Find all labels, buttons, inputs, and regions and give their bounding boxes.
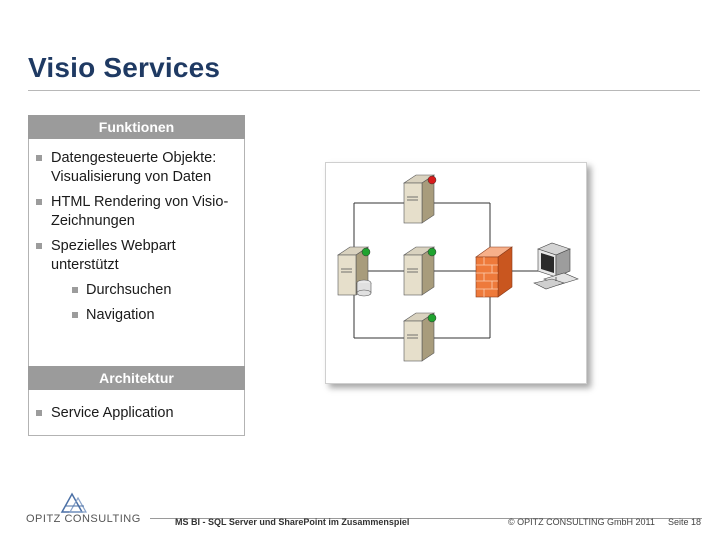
status-ok-indicator [427, 313, 437, 323]
left-panel: Funktionen Datengesteuerte Objekte: Visu… [28, 115, 245, 436]
footer-copyright: © OPITZ CONSULTING GmbH 2011 [508, 517, 655, 527]
server-icon [403, 174, 437, 224]
workstation-icon [533, 242, 579, 290]
server-icon [403, 246, 437, 296]
sub-list-item: Navigation [28, 306, 245, 325]
firewall-icon [475, 246, 513, 298]
network-diagram-svg [337, 174, 579, 362]
page-number: Seite 18 [668, 517, 702, 527]
database-server-icon [337, 246, 372, 297]
architektur-header: Architektur [28, 366, 245, 390]
list-item: Service Application [28, 404, 245, 423]
company-logo-text: OPITZ CONSULTING [26, 513, 141, 525]
list-item: Datengesteuerte Objekte: Visualisierung … [28, 149, 245, 187]
list-item: Spezielles Webpart unterstützt [28, 237, 245, 275]
logo-mark-icon [60, 492, 88, 513]
list-item: HTML Rendering von Visio-Zeichnungen [28, 193, 245, 231]
server-icon [403, 312, 437, 362]
architektur-list: Service Application [28, 404, 245, 429]
status-ok-indicator [361, 247, 371, 257]
status-alert-indicator [427, 175, 437, 185]
footer-divider [150, 518, 702, 519]
title-divider [28, 90, 700, 91]
footer-caption: MS BI - SQL Server und SharePoint im Zus… [175, 517, 410, 527]
network-diagram [325, 162, 587, 384]
slide-title: Visio Services [28, 52, 221, 83]
funktionen-list: Datengesteuerte Objekte: Visualisierung … [28, 149, 245, 331]
sub-list-item: Durchsuchen [28, 281, 245, 300]
connection-lines [353, 202, 546, 339]
status-ok-indicator [427, 247, 437, 257]
company-logo [50, 492, 110, 514]
funktionen-header: Funktionen [28, 115, 245, 139]
